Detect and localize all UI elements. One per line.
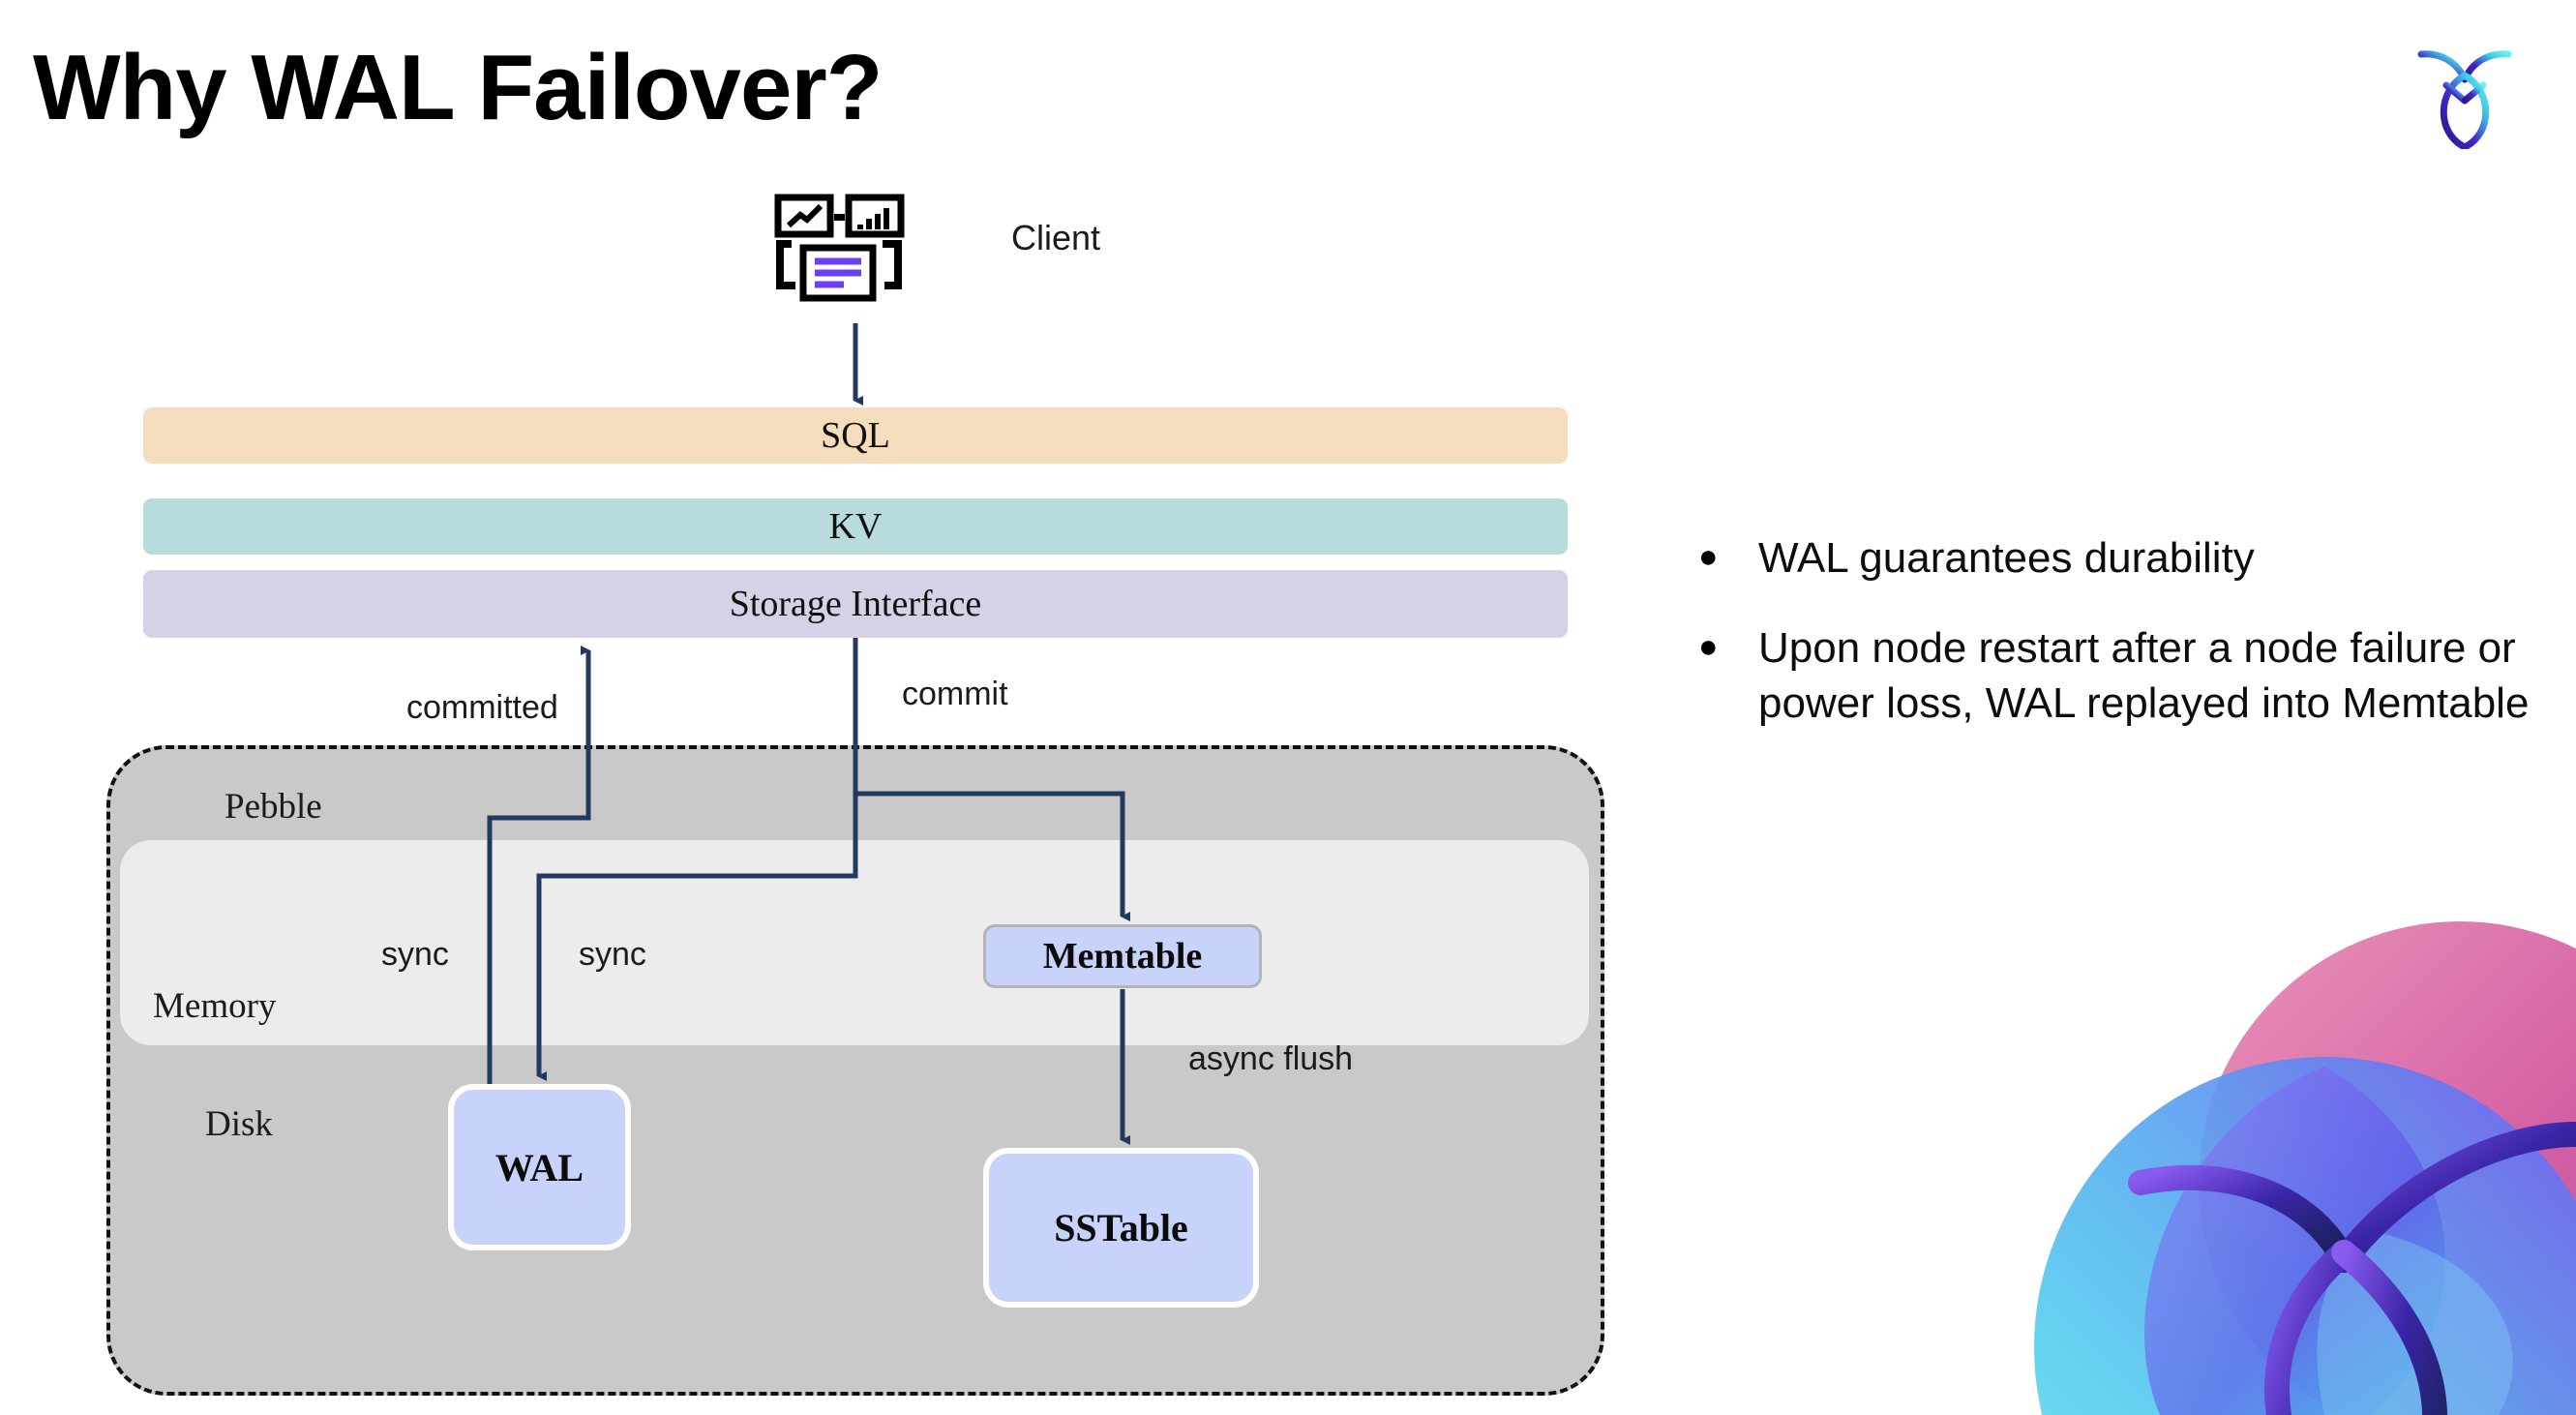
client-dashboard-icon — [774, 194, 929, 329]
edge-label-commit: commit — [902, 676, 1008, 712]
node-memtable: Memtable — [983, 924, 1262, 988]
bullet-list: ● WAL guarantees durability ● Upon node … — [1698, 530, 2550, 767]
layer-bar-storage-interface: Storage Interface — [143, 570, 1568, 638]
bullet-marker-icon: ● — [1698, 538, 1719, 575]
layer-bar-storage-label: Storage Interface — [729, 584, 982, 624]
edge-label-sync-left: sync — [381, 936, 449, 973]
layer-bar-kv: KV — [143, 498, 1568, 555]
layer-bar-kv-label: KV — [828, 506, 883, 547]
node-memtable-label: Memtable — [1042, 936, 1203, 977]
diagram-connectors — [487, 323, 1130, 1145]
bullet-text: Upon node restart after a node failure o… — [1758, 624, 2530, 728]
memory-label: Memory — [153, 986, 277, 1026]
cockroach-logo-icon — [2411, 33, 2518, 151]
edge-label-committed: committed — [406, 689, 558, 726]
architecture-diagram: Pebble Memory Disk SQL KV Storage Interf… — [106, 194, 1604, 1396]
list-item: ● Upon node restart after a node failure… — [1698, 620, 2550, 731]
bullet-text: WAL guarantees durability — [1758, 534, 2255, 582]
node-wal: WAL — [448, 1084, 631, 1250]
node-sstable-label: SSTable — [1054, 1206, 1188, 1249]
list-item: ● WAL guarantees durability — [1698, 530, 2550, 586]
layer-bar-sql-label: SQL — [821, 415, 890, 456]
edge-label-sync-right: sync — [579, 936, 646, 973]
node-sstable: SSTable — [983, 1148, 1259, 1308]
bullet-marker-icon: ● — [1698, 628, 1719, 666]
edge-label-async-flush: async flush — [1188, 1040, 1354, 1077]
layer-bar-sql: SQL — [143, 407, 1568, 464]
cockroach-petals-decoration — [1918, 892, 2576, 1415]
disk-label: Disk — [205, 1104, 273, 1144]
client-label: Client — [1011, 218, 1101, 257]
pebble-label: Pebble — [225, 787, 322, 827]
node-wal-label: WAL — [494, 1145, 584, 1189]
page-title: Why WAL Failover? — [33, 36, 883, 139]
